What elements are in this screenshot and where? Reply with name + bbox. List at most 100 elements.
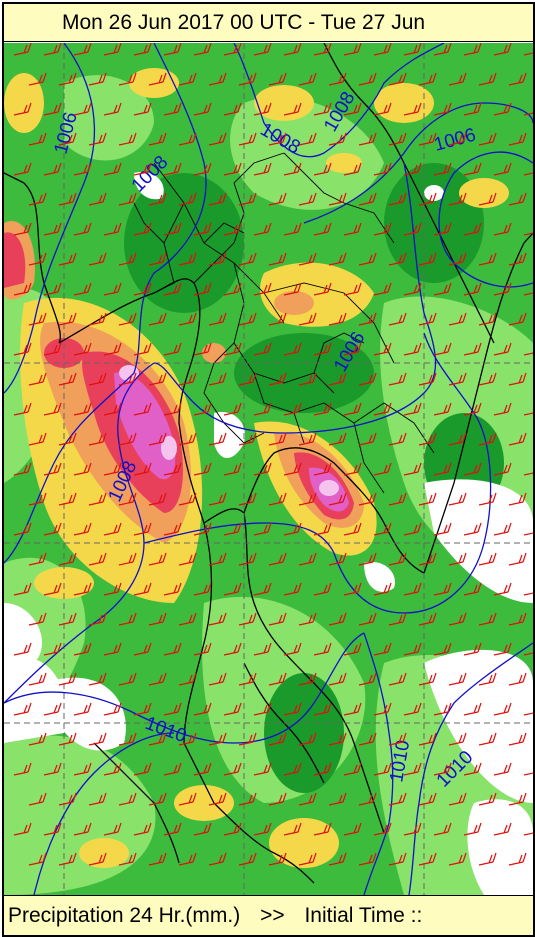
wind-barb <box>268 192 287 206</box>
wind-barb <box>118 372 137 386</box>
wind-barb <box>118 792 137 806</box>
wind-barb <box>508 192 527 206</box>
wind-barb <box>493 43 512 56</box>
wind-barb <box>373 162 392 176</box>
wind-barb <box>28 72 47 86</box>
wind-barb <box>328 252 347 266</box>
wind-barb <box>223 282 242 296</box>
wind-barb <box>253 102 272 116</box>
wind-barb <box>298 312 317 326</box>
wind-barb <box>508 432 527 446</box>
wind-barb <box>268 672 287 686</box>
wind-barb <box>163 582 182 596</box>
moderate-precip-areas <box>124 163 504 793</box>
wind-barb <box>88 192 107 206</box>
wind-barb <box>268 372 287 386</box>
wind-barb <box>163 762 182 776</box>
wind-barb <box>418 552 437 566</box>
wind-barb <box>298 852 317 866</box>
wind-barb <box>403 822 422 836</box>
wind-barb <box>148 852 167 866</box>
wind-barb <box>478 192 497 206</box>
wind-barb <box>463 43 482 56</box>
wind-barb <box>298 792 317 806</box>
wind-barb <box>118 852 137 866</box>
wind-barb <box>433 582 452 596</box>
wind-barb <box>88 552 107 566</box>
wind-barb <box>403 222 422 236</box>
wind-barb <box>328 732 347 746</box>
wind-barb <box>313 762 332 776</box>
wind-barb <box>283 222 302 236</box>
wind-barb <box>163 43 182 56</box>
wind-barb <box>358 612 377 626</box>
wind-barb <box>328 792 347 806</box>
wind-barb <box>448 612 467 626</box>
wind-barb <box>418 672 437 686</box>
wind-barb <box>463 522 482 536</box>
wind-barb <box>88 312 107 326</box>
wind-barb <box>103 342 122 356</box>
map-footer: Precipitation 24 Hr.(mm.) >> Initial Tim… <box>4 895 533 935</box>
wind-barb <box>373 43 392 56</box>
wind-barb <box>163 642 182 656</box>
wind-barb <box>268 432 287 446</box>
wind-barb <box>223 402 242 416</box>
wind-barb <box>193 762 212 776</box>
wind-barb <box>73 702 92 716</box>
wind-barb <box>28 792 47 806</box>
wind-barb <box>268 732 287 746</box>
wind-barb <box>103 282 122 296</box>
wind-barb <box>373 282 392 296</box>
wind-barb <box>148 312 167 326</box>
wind-barb <box>148 552 167 566</box>
wind-barb <box>343 582 362 596</box>
wind-barb <box>448 312 467 326</box>
wind-barb <box>418 852 437 866</box>
wind-barb <box>493 402 512 416</box>
wind-barb <box>118 672 137 686</box>
wind-barb <box>418 312 437 326</box>
wind-barb <box>103 402 122 416</box>
wind-barb <box>223 762 242 776</box>
wind-barb <box>58 312 77 326</box>
wind-barb <box>148 612 167 626</box>
wind-barb <box>118 132 137 146</box>
wind-barb <box>298 432 317 446</box>
wind-barb <box>403 702 422 716</box>
wind-barb <box>148 372 167 386</box>
wind-barb <box>73 822 92 836</box>
wind-barb <box>73 582 92 596</box>
wind-barb <box>493 462 512 476</box>
initial-time-label: Initial Time :: <box>304 904 423 927</box>
wind-barb <box>463 222 482 236</box>
wind-barb <box>43 402 62 416</box>
wind-barb <box>133 162 152 176</box>
wind-barb <box>163 342 182 356</box>
wind-barb <box>343 522 362 536</box>
wind-barb <box>388 132 407 146</box>
wind-barb <box>58 432 77 446</box>
wind-barb <box>118 552 137 566</box>
wind-barb <box>103 642 122 656</box>
wind-barb <box>148 732 167 746</box>
wind-barb <box>433 342 452 356</box>
wind-barb <box>388 312 407 326</box>
wind-barb <box>523 412 533 416</box>
wind-barb <box>178 132 197 146</box>
wind-barb <box>163 162 182 176</box>
wind-barb <box>208 732 227 746</box>
wind-barb <box>418 732 437 746</box>
wind-barb <box>88 672 107 686</box>
wind-barb <box>163 522 182 536</box>
wind-barb <box>388 852 407 866</box>
wind-barb <box>103 43 122 56</box>
wind-barb <box>478 852 497 866</box>
wind-barb <box>478 432 497 446</box>
wind-barb <box>208 252 227 266</box>
wind-barb <box>268 852 287 866</box>
wind-barb <box>238 612 257 626</box>
wind-barb <box>238 552 257 566</box>
wind-barb <box>133 402 152 416</box>
wind-barb <box>253 462 272 476</box>
